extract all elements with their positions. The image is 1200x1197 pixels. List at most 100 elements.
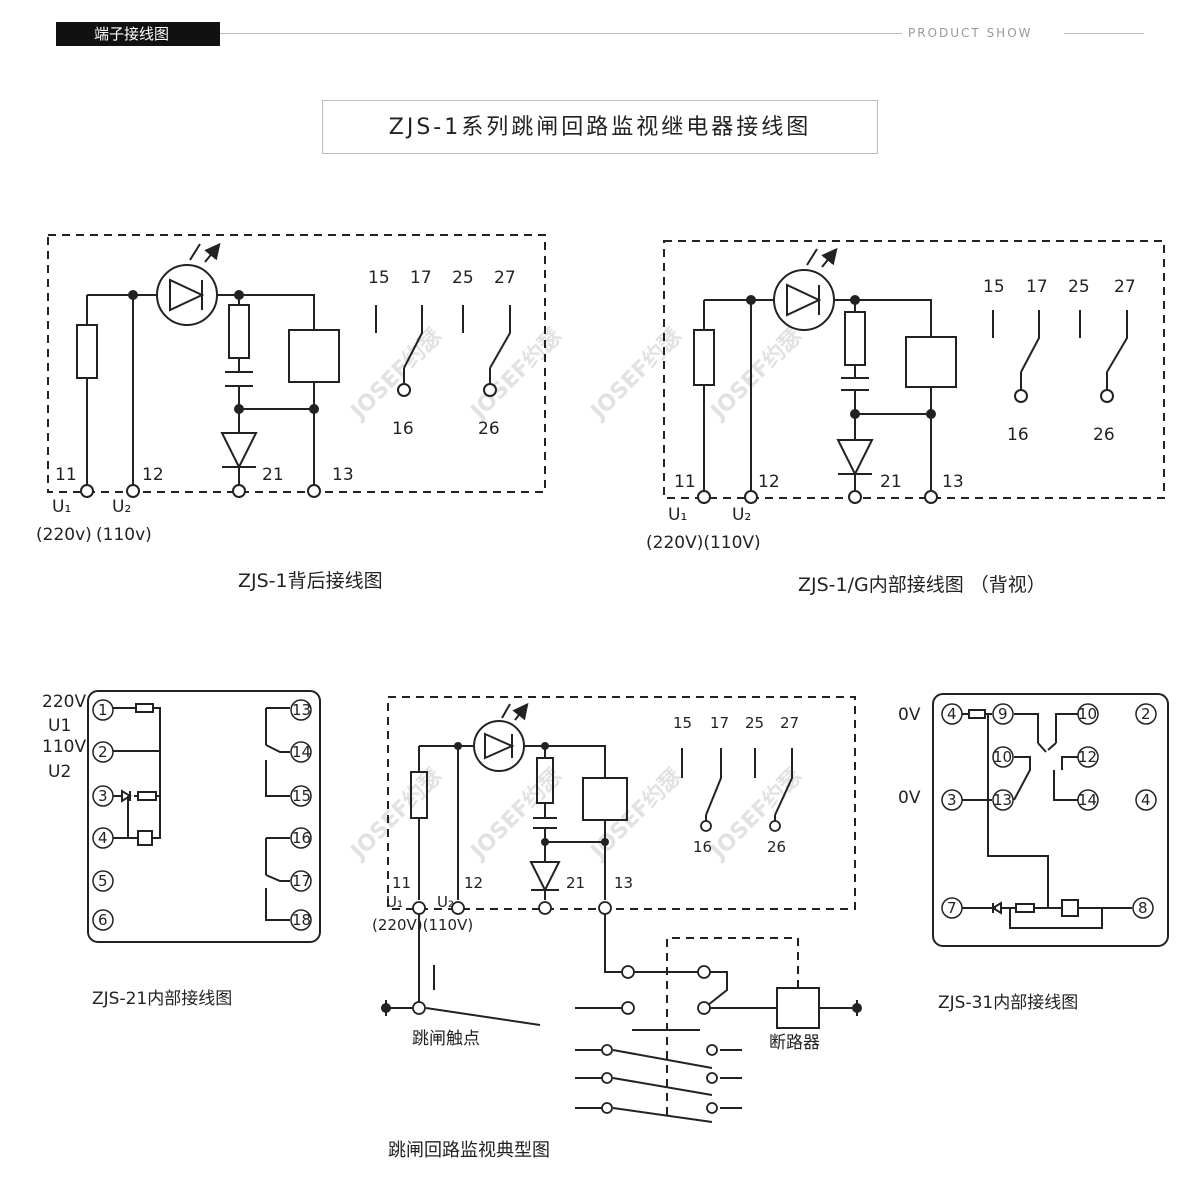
- terminal-label: 26: [767, 838, 786, 856]
- section-tab: 端子接线图: [56, 22, 220, 46]
- terminal-label: 7: [947, 899, 957, 917]
- voltage-label: (220V)(110V): [646, 533, 761, 553]
- terminal-label: 12: [1078, 748, 1097, 766]
- diagram-zjs1g-terminals: [697, 389, 1114, 504]
- diagram-zjs21-internal: [87, 690, 321, 943]
- terminal-label: 21: [566, 874, 585, 892]
- terminal-label: 11: [674, 472, 696, 492]
- diode-icon: [220, 432, 258, 470]
- terminal-label: 11: [55, 465, 77, 485]
- diagram-zjs1-back-terminals: [80, 383, 497, 498]
- caption-zjs1-back: ZJS-1背后接线图: [238, 570, 383, 592]
- diagram-zjs1-back: [47, 235, 546, 493]
- diagram-trip-terminals: [412, 820, 781, 1114]
- terminal-label: 3: [947, 791, 957, 809]
- terminal-label: 15: [292, 787, 311, 805]
- resistor: [693, 329, 715, 386]
- terminal-label: 13: [993, 791, 1012, 809]
- capacitor-icon: [533, 817, 557, 829]
- watermark-6: JOSEF约瑟: [464, 763, 566, 865]
- watermarks: JOSEF约瑟 JOSEF约瑟 JOSEF约瑟 JOSEF约瑟 JOSEF约瑟 …: [344, 323, 806, 865]
- terminal-label: 14: [1078, 791, 1097, 809]
- relay-coil: [905, 336, 957, 388]
- terminal-label: 12: [464, 874, 483, 892]
- voltage-label: 110V: [42, 737, 86, 757]
- voltage-label: (110v): [96, 525, 152, 545]
- diagram-zjs21-labels: 1 2 3 4 5 6 13 14 15 16 17 18 220V U1 11…: [42, 692, 311, 929]
- diode-icon: [836, 439, 874, 477]
- terminal-label: 15: [673, 714, 692, 732]
- resistor: [410, 771, 428, 819]
- led-indicator-icon: [473, 720, 525, 772]
- u1-label: U₁: [668, 505, 687, 525]
- u2-label: U₂: [437, 893, 454, 911]
- terminal-label: 9: [998, 705, 1008, 723]
- terminal-label: 27: [494, 268, 516, 288]
- diagram-zjs1g-internal: [663, 241, 1165, 499]
- capacitor-icon: [841, 377, 869, 391]
- terminal-label: 14: [292, 743, 311, 761]
- resistor: [76, 324, 98, 379]
- terminal-label: 16: [693, 838, 712, 856]
- diagram-zjs1g-labels: 15 17 25 27 16 26 11 12 21 13 U₁ U₂ (220…: [646, 277, 1136, 553]
- header-divider-left: [220, 33, 902, 34]
- u1-label: U₁: [52, 497, 71, 517]
- terminal-label: 13: [614, 874, 633, 892]
- diagram-zjs31-terminals: [941, 703, 1157, 919]
- terminal-label: 25: [1068, 277, 1090, 297]
- trip-contact-label: 跳闸触点: [412, 1029, 480, 1049]
- diagram-trip-dots: [381, 742, 862, 1013]
- u-label: U1: [48, 716, 71, 736]
- diagram-zjs1-back-dots: [128, 290, 319, 414]
- terminal-label: 27: [780, 714, 799, 732]
- terminal-label: 10: [993, 748, 1012, 766]
- terminal-label: 15: [368, 268, 390, 288]
- terminal-label: 17: [410, 268, 432, 288]
- terminal-label: 1: [98, 701, 108, 719]
- terminal-label: 21: [880, 472, 902, 492]
- terminal-label: 3: [98, 787, 108, 805]
- voltage-label: 220V: [42, 692, 86, 712]
- diagram-zjs1-back-labels: 15 17 25 27 16 26 11 12 21 13 U₁ U₂ (220…: [36, 268, 516, 545]
- terminal-label: 26: [478, 419, 500, 439]
- voltage-label: (220v): [36, 525, 92, 545]
- caption-trip-circuit: 跳闸回路监视典型图: [388, 1140, 550, 1161]
- terminal-label: 4: [1141, 791, 1151, 809]
- terminal-label: 17: [1026, 277, 1048, 297]
- u2-label: U₂: [112, 497, 131, 517]
- page-title: ZJS-1系列跳闸回路监视继电器接线图: [322, 100, 878, 154]
- terminal-label: 27: [1114, 277, 1136, 297]
- terminal-label: 2: [98, 743, 108, 761]
- terminal-label: 25: [452, 268, 474, 288]
- resistor: [536, 757, 554, 804]
- caption-zjs31-internal: ZJS-31内部接线图: [938, 993, 1079, 1013]
- u1-label: U₁: [386, 893, 403, 911]
- terminal-label: 17: [710, 714, 729, 732]
- diode-icon: [529, 861, 561, 893]
- watermark-3: JOSEF约瑟: [584, 323, 686, 425]
- relay-coil: [288, 329, 340, 383]
- terminal-label: 12: [758, 472, 780, 492]
- breaker-label: 断路器: [769, 1033, 820, 1053]
- circuit-breaker: [776, 987, 820, 1029]
- terminal-label: 13: [942, 472, 964, 492]
- terminal-label: 4: [98, 829, 108, 847]
- terminal-label: 13: [292, 701, 311, 719]
- diagram-zjs1g-dots: [746, 295, 936, 419]
- voltage-label: (220V)(110V): [372, 916, 473, 934]
- terminal-label: 17: [292, 872, 311, 890]
- u-label: U2: [48, 762, 71, 782]
- resistor: [228, 304, 250, 359]
- terminal-label: 18: [292, 911, 311, 929]
- diagram-zjs21-terminals: [92, 699, 312, 931]
- relay-housing: [87, 690, 321, 943]
- terminal-label: 11: [392, 874, 411, 892]
- terminal-label: 15: [983, 277, 1005, 297]
- caption-zjs21-internal: ZJS-21内部接线图: [92, 989, 233, 1009]
- terminal-label: 2: [1141, 705, 1151, 723]
- terminal-label: 5: [98, 872, 108, 890]
- terminal-label: 26: [1093, 425, 1115, 445]
- relay-housing: [932, 693, 1169, 947]
- terminal-label: 13: [332, 465, 354, 485]
